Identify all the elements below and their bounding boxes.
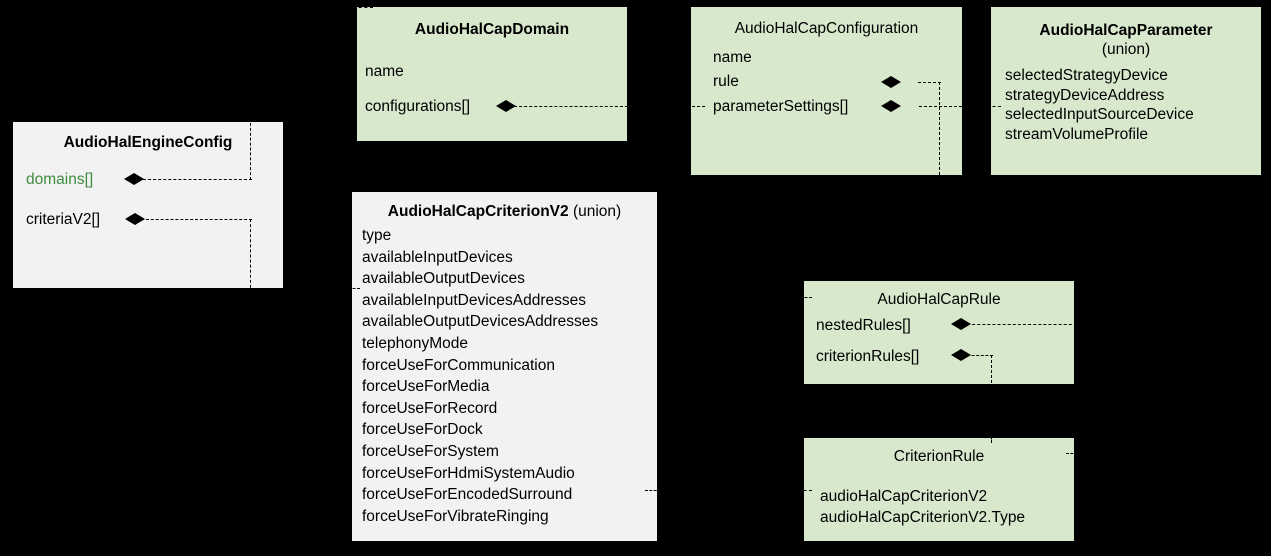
connector-domains-top (250, 7, 358, 8)
criterion-rule-field[interactable]: audioHalCapCriterionV2.Type (820, 509, 1026, 526)
engine-config-title: AudioHalEngineConfig (63, 134, 233, 151)
connector-parametersettings (960, 106, 992, 107)
cap-parameter-field-list: selectedStrategyDevice strategyDeviceAdd… (1005, 66, 1194, 144)
cap-criterion-field[interactable]: forceUseForCommunication (362, 356, 555, 374)
box-audio-hal-engine-config[interactable]: AudioHalEngineConfig domains[] criteriaV… (13, 122, 283, 288)
configuration-rule-line (918, 82, 941, 83)
cap-criterion-field[interactable]: forceUseForRecord (362, 399, 498, 417)
diamond-criteriav2 (125, 213, 145, 225)
connector-criteriav2-bottom (250, 288, 354, 289)
cap-domain-field-configurations[interactable]: configurations[] (365, 98, 471, 115)
connector-criterionrules-vert (992, 384, 993, 441)
connector-nestedrules-back (1073, 453, 1103, 454)
cap-rule-field-criterionrules[interactable]: criterionRules[] (816, 348, 920, 365)
cap-criterion-field[interactable]: availableOutputDevices (362, 270, 525, 288)
rule-nestedrules-line (967, 324, 1074, 325)
diamond-nestedrules (951, 318, 971, 330)
criterion-rule-incoming-vert (991, 438, 992, 443)
engine-criteria-vert (250, 219, 251, 288)
cap-configuration-field-rule[interactable]: rule (713, 73, 739, 90)
connector-configurations (626, 106, 692, 107)
cap-parameter-field[interactable]: strategyDeviceAddress (1005, 86, 1165, 104)
cap-configuration-title: AudioHalCapConfiguration (734, 20, 919, 37)
cap-rule-title: AudioHalCapRule (877, 291, 1001, 308)
diamond-rule (881, 76, 901, 88)
box-criterion-rule[interactable]: CriterionRule audioHalCapCriterionV2 aud… (804, 438, 1074, 541)
engine-domains-vert (250, 122, 251, 180)
cap-criterion-field[interactable]: availableInputDevicesAddresses (362, 291, 587, 309)
rule-criterionrules-vert (991, 355, 992, 384)
cap-criterion-field[interactable]: availableOutputDevicesAddresses (362, 313, 599, 331)
connector-nestedrules-right (1072, 324, 1102, 325)
cap-criterion-title-suffix: (union) (572, 203, 622, 220)
connector-rule-vert (939, 174, 940, 298)
criterion-rule-field-list: audioHalCapCriterionV2 audioHalCapCriter… (820, 486, 1025, 528)
cap-criterion-title: AudioHalCapCriterionV2 (union) (352, 202, 657, 221)
diamond-domains (124, 173, 144, 185)
domain-incoming-line (357, 7, 373, 8)
diamond-configurations (496, 100, 516, 112)
cap-criterion-field-list: type availableInputDevices availableOutp… (362, 225, 598, 527)
cap-rule-field-nestedrules[interactable]: nestedRules[] (816, 317, 911, 334)
cap-criterion-field[interactable]: forceUseForMedia (362, 378, 490, 396)
engine-criteria-line (141, 219, 252, 220)
configuration-rule-vert (939, 82, 940, 175)
criterion-rule-incoming-right (1066, 453, 1074, 454)
box-audio-hal-cap-rule[interactable]: AudioHalCapRule nestedRules[] criterionR… (804, 281, 1074, 384)
engine-config-field-criteriav2[interactable]: criteriaV2[] (26, 211, 101, 228)
cap-parameter-title: AudioHalCapParameter (1039, 22, 1213, 39)
box-audio-hal-cap-criterion-v2[interactable]: AudioHalCapCriterionV2 (union) type avai… (352, 192, 657, 541)
cap-parameter-subtitle: (union) (1101, 41, 1151, 58)
cap-parameter-field[interactable]: selectedStrategyDevice (1005, 67, 1168, 84)
cap-parameter-field[interactable]: streamVolumeProfile (1005, 125, 1149, 143)
rule-criterionrules-line (967, 355, 993, 356)
rule-incoming-line (804, 297, 812, 298)
criterion-rule-outgoing-left (804, 490, 812, 491)
cap-criterion-field[interactable]: forceUseForDock (362, 421, 483, 439)
criterion-incoming-right (645, 490, 657, 491)
cap-criterion-field[interactable]: type (362, 227, 392, 244)
box-audio-hal-cap-parameter[interactable]: AudioHalCapParameter (union) selectedStr… (991, 7, 1261, 175)
configuration-incoming-line (691, 106, 705, 107)
engine-domains-line (138, 179, 252, 180)
cap-configuration-field-parametersettings[interactable]: parameterSettings[] (713, 98, 849, 115)
cap-criterion-field[interactable]: forceUseForSystem (362, 442, 499, 460)
cap-configuration-field-name[interactable]: name (713, 49, 752, 66)
cap-domain-title: AudioHalCapDomain (414, 21, 570, 38)
cap-criterion-field[interactable]: forceUseForHdmiSystemAudio (362, 464, 575, 482)
engine-config-field-domains[interactable]: domains[] (26, 171, 94, 188)
cap-criterion-title-text: AudioHalCapCriterionV2 (387, 203, 569, 220)
criterion-incoming-line (352, 288, 360, 289)
configuration-paramsettings-line (919, 106, 962, 107)
diamond-parametersettings (881, 100, 901, 112)
cap-domain-field-name[interactable]: name (365, 63, 404, 80)
cap-criterion-field[interactable]: telephonyMode (362, 334, 468, 352)
parameter-incoming-line (991, 106, 1001, 107)
box-audio-hal-cap-domain[interactable]: AudioHalCapDomain name configurations[] (357, 7, 627, 141)
box-audio-hal-cap-configuration[interactable]: AudioHalCapConfiguration name rule param… (691, 7, 962, 175)
cap-parameter-field[interactable]: selectedInputSourceDevice (1005, 106, 1194, 123)
criterion-rule-field[interactable]: audioHalCapCriterionV2 (820, 488, 988, 505)
cap-criterion-field[interactable]: forceUseForVibrateRinging (362, 507, 549, 525)
connector-nestedrules-vert (1101, 324, 1102, 454)
connector-criterionrule-to-criterion (657, 490, 805, 491)
cap-criterion-field[interactable]: availableInputDevices (362, 248, 513, 266)
criterion-rule-title: CriterionRule (893, 448, 985, 465)
domain-configurations-line (509, 106, 627, 107)
cap-criterion-field[interactable]: forceUseForEncodedSurround (362, 486, 573, 504)
diamond-criterionrules (951, 349, 971, 361)
